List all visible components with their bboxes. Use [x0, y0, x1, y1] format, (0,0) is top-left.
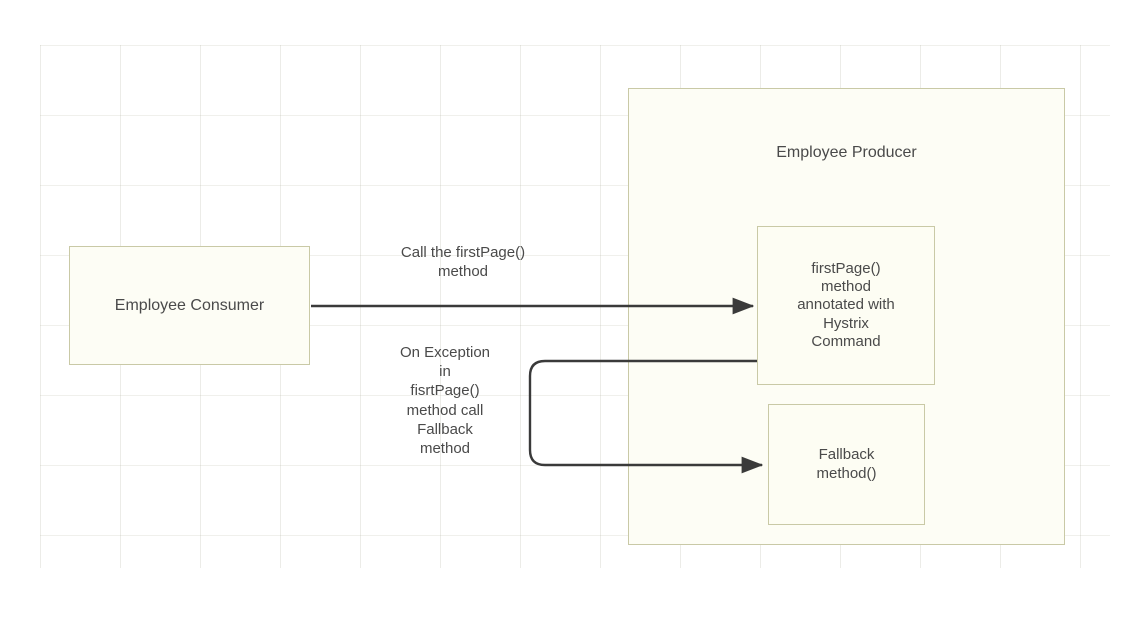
node-first-page-method[interactable]: firstPage() method annotated with Hystri… [757, 226, 935, 385]
edge-label-on-exception-fallback: On Exception in fisrtPage() method call … [399, 344, 491, 457]
node-fallback-method[interactable]: Fallback method() [768, 404, 925, 525]
edge-label-call-first-page: Call the firstPage() method [400, 244, 526, 281]
node-first-page-method-label: firstPage() method annotated with Hystri… [797, 259, 895, 350]
node-employee-consumer[interactable]: Employee Consumer [69, 246, 310, 365]
node-fallback-method-label: Fallback method() [816, 446, 877, 482]
node-employee-producer-label: Employee Producer [776, 144, 917, 161]
node-employee-consumer-label: Employee Consumer [114, 296, 265, 314]
